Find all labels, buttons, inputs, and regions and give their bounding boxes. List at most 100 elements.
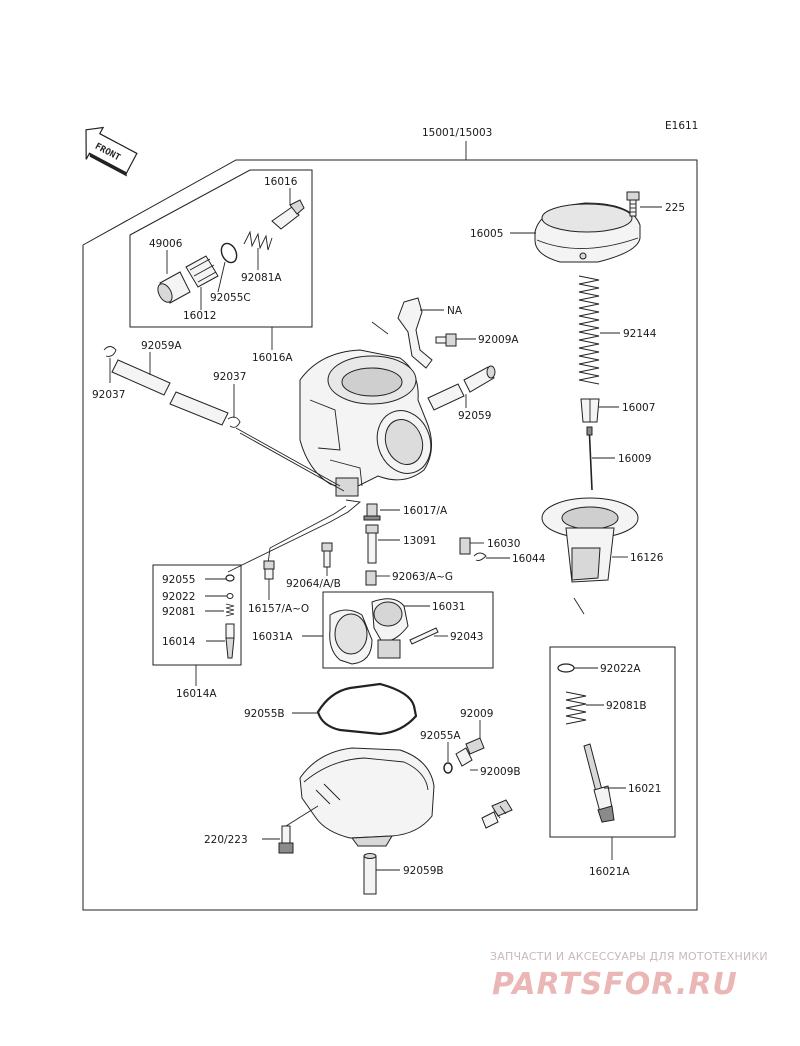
watermark-brand: PARTSFOR.RU (492, 967, 738, 1002)
diagram-code: E1611 (665, 120, 698, 132)
label-92144: 92144 (623, 328, 657, 340)
label-16021a: 16021A (589, 866, 630, 878)
jet-92063 (365, 570, 377, 586)
label-13091: 13091 (403, 535, 436, 547)
hose-line-3 (227, 499, 362, 573)
jet-needle-16009 (586, 426, 593, 491)
vacuum-piston-16126 (541, 497, 639, 615)
subassembly-16031a-box (322, 591, 494, 669)
label-225: 225 (665, 202, 685, 214)
label-92055c: 92055C (210, 292, 251, 304)
clip-92037-mid (227, 416, 241, 428)
subassembly-16014a-box (152, 564, 242, 666)
label-16157: 16157/A~O (248, 603, 309, 615)
cap-49006 (157, 271, 191, 304)
spring-92081a (243, 230, 273, 251)
hose-line-2 (239, 432, 345, 492)
tube-92059b (363, 853, 377, 895)
label-92064: 92064/A/B (286, 578, 341, 590)
label-16014: 16014 (162, 636, 196, 648)
spring-92144 (578, 275, 600, 385)
jet-16157 (263, 560, 275, 580)
label-16016: 16016 (264, 176, 298, 188)
washer-92022a (557, 663, 575, 673)
screw-225 (626, 191, 640, 217)
hose-line-4 (267, 505, 347, 565)
label-16012: 16012 (183, 310, 216, 322)
leader-220-223-bowl (285, 805, 319, 827)
washer-92022 (226, 593, 234, 599)
label-92063: 92063/A~G (392, 571, 453, 583)
label-16031: 16031 (432, 601, 465, 613)
label-92009b: 92009B (480, 766, 521, 778)
label-16005: 16005 (470, 228, 503, 240)
subassembly-16016a-box (129, 169, 313, 328)
assembly-code-label: 15001/15003 (422, 127, 492, 139)
assembly-outline (82, 159, 698, 911)
float-bowl (299, 747, 435, 847)
label-16017: 16017/A (403, 505, 448, 517)
label-92009a: 92009A (478, 334, 519, 346)
label-92037-mid: 92037 (213, 371, 246, 383)
screw-92009a (435, 333, 457, 347)
spring-92081 (225, 603, 235, 617)
front-arrow-icon: FRONT (85, 126, 138, 177)
washer-92055 (225, 574, 235, 582)
pilot-screw-16014 (225, 623, 235, 659)
label-16009: 16009 (618, 453, 651, 465)
label-16014a: 16014A (176, 688, 217, 700)
leader-92055c (217, 261, 226, 293)
label-92037-left: 92037 (92, 389, 125, 401)
screw-16021 (583, 743, 615, 823)
label-92043: 92043 (450, 631, 483, 643)
label-92055: 92055 (162, 574, 195, 586)
o-ring-92055a (443, 762, 453, 774)
watermark-caption: ЗАПЧАСТИ И АКСЕССУАРЫ ДЛЯ МОТОТЕХНИКИ (490, 950, 768, 963)
jet-16017 (363, 503, 381, 521)
label-92059b: 92059B (403, 865, 444, 877)
valve-16012 (185, 255, 219, 288)
jet-92064 (321, 542, 333, 568)
label-92081a: 92081A (241, 272, 282, 284)
top-cover-16005 (534, 202, 641, 263)
label-49006: 49006 (149, 238, 183, 250)
label-16021: 16021 (628, 783, 661, 795)
carburetor-body (299, 321, 432, 497)
screw-220-223 (278, 825, 294, 854)
label-16016a: 16016A (252, 352, 293, 364)
label-na: NA (447, 305, 463, 317)
label-220-223: 220/223 (204, 834, 248, 846)
label-92009: 92009 (460, 708, 493, 720)
tube-92059 (427, 365, 496, 411)
drain-screw-92009 (455, 737, 485, 767)
label-92055b: 92055B (244, 708, 285, 720)
label-92059a: 92059A (141, 340, 182, 352)
needle-jet-13091 (365, 524, 379, 564)
label-92081b: 92081B (606, 700, 647, 712)
gasket-92055b (316, 682, 418, 736)
subassembly-16021a-box (549, 646, 676, 838)
label-16126: 16126 (630, 552, 664, 564)
throttle-bracket-na (397, 297, 433, 369)
screw-92009b (481, 799, 513, 829)
label-16031a: 16031A (252, 631, 293, 643)
spring-92081b (565, 691, 587, 725)
pin-92043 (409, 627, 439, 645)
tube-92059a (111, 359, 229, 426)
label-16007: 16007 (622, 402, 655, 414)
label-92022: 92022 (162, 591, 195, 603)
air-screw-16016 (271, 199, 305, 230)
label-16044: 16044 (512, 553, 546, 565)
o-ring-92055c (220, 242, 238, 264)
label-92081: 92081 (162, 606, 195, 618)
part-16030 (459, 537, 471, 555)
clip-16044 (473, 552, 487, 561)
float-16031 (329, 598, 409, 665)
label-16030: 16030 (487, 538, 520, 550)
hose-line-1 (235, 427, 341, 487)
clip-92037-left (103, 346, 117, 357)
label-92055a: 92055A (420, 730, 461, 742)
label-92059: 92059 (458, 410, 491, 422)
